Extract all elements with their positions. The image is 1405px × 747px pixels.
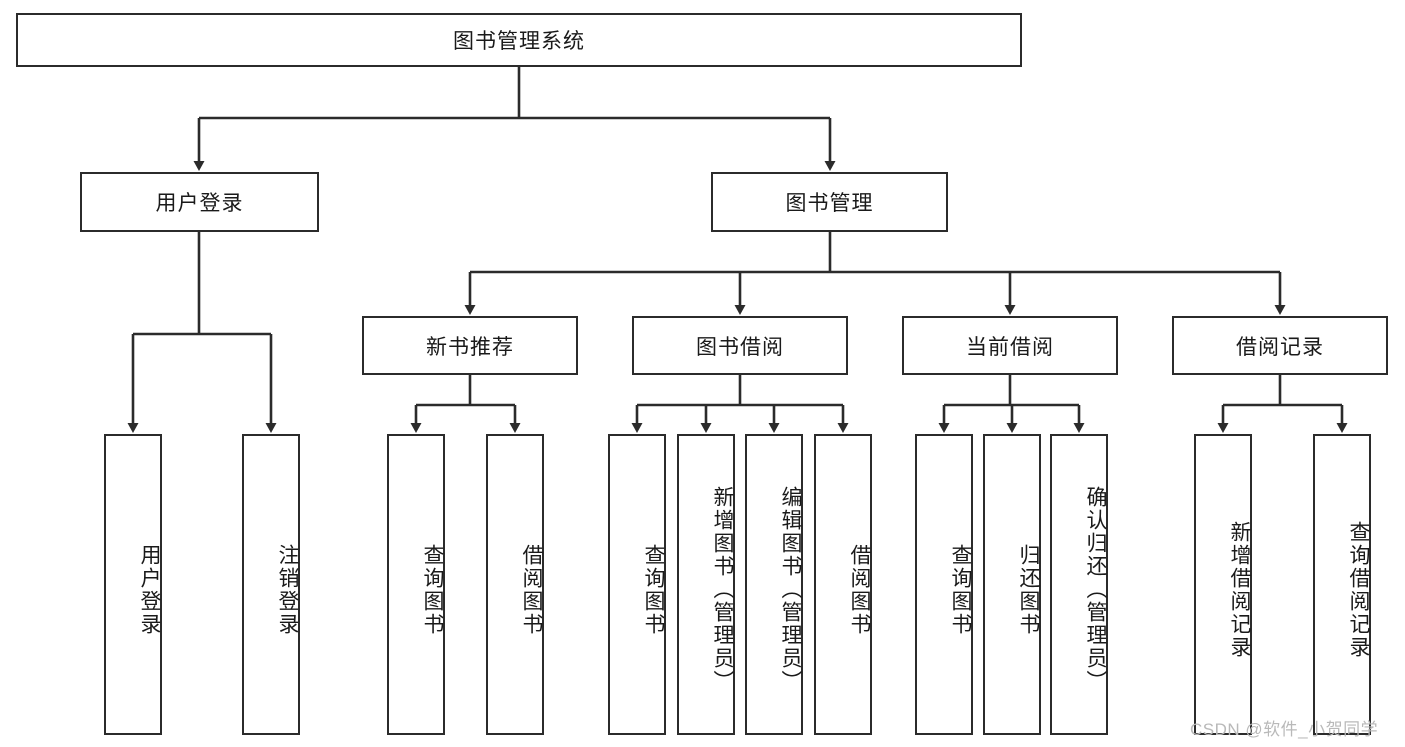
node-label: 用户登录 bbox=[155, 192, 244, 215]
node-label: 注销登录 bbox=[276, 543, 299, 636]
node-label: 新书推荐 bbox=[426, 335, 514, 359]
node-label: 查询图书 bbox=[421, 543, 444, 636]
node-label: 借阅图书 bbox=[520, 543, 543, 636]
node-label: 图书管理系统 bbox=[453, 30, 585, 53]
leaf-user-login[interactable]: 用户登录 bbox=[104, 434, 162, 735]
leaf-edit-book-admin[interactable]: 编辑图书（管理员） bbox=[745, 434, 803, 735]
node-new-book-recommend[interactable]: 新书推荐 bbox=[362, 316, 578, 375]
node-book-management[interactable]: 图书管理 bbox=[711, 172, 948, 232]
leaf-add-book-admin[interactable]: 新增图书（管理员） bbox=[677, 434, 735, 735]
node-label: 新增借阅记录 bbox=[1228, 520, 1251, 659]
leaf-query-book[interactable]: 查询图书 bbox=[608, 434, 666, 735]
node-label: 新增图书（管理员） bbox=[711, 486, 734, 693]
leaf-return-book[interactable]: 归还图书 bbox=[983, 434, 1041, 735]
node-label: 查询图书 bbox=[949, 543, 972, 636]
node-label: 编辑图书（管理员） bbox=[779, 486, 802, 693]
node-user-login[interactable]: 用户登录 bbox=[80, 172, 319, 232]
node-label: 图书管理 bbox=[785, 192, 874, 215]
node-label: 归还图书 bbox=[1017, 543, 1040, 636]
node-label: 当前借阅 bbox=[966, 335, 1054, 359]
leaf-borrow-book-recommend[interactable]: 借阅图书 bbox=[486, 434, 544, 735]
node-label: 查询图书 bbox=[642, 543, 665, 636]
node-label: 图书借阅 bbox=[696, 335, 784, 359]
node-label: 借阅图书 bbox=[848, 543, 871, 636]
leaf-query-borrow-record[interactable]: 查询借阅记录 bbox=[1313, 434, 1371, 735]
node-root[interactable]: 图书管理系统 bbox=[16, 13, 1022, 67]
node-label: 用户登录 bbox=[138, 543, 161, 636]
node-borrow-record[interactable]: 借阅记录 bbox=[1172, 316, 1388, 375]
node-label: 确认归还（管理员） bbox=[1084, 486, 1107, 693]
node-label: 查询借阅记录 bbox=[1347, 520, 1370, 659]
leaf-borrow-book[interactable]: 借阅图书 bbox=[814, 434, 872, 735]
leaf-user-logout[interactable]: 注销登录 bbox=[242, 434, 300, 735]
leaf-query-book-recommend[interactable]: 查询图书 bbox=[387, 434, 445, 735]
leaf-add-borrow-record[interactable]: 新增借阅记录 bbox=[1194, 434, 1252, 735]
csdn-watermark: CSDN @软件_小贺同学 bbox=[1190, 720, 1379, 739]
node-label: 借阅记录 bbox=[1236, 335, 1324, 359]
node-current-borrow[interactable]: 当前借阅 bbox=[902, 316, 1118, 375]
node-book-borrow[interactable]: 图书借阅 bbox=[632, 316, 848, 375]
leaf-confirm-return-admin[interactable]: 确认归还（管理员） bbox=[1050, 434, 1108, 735]
leaf-query-book-current[interactable]: 查询图书 bbox=[915, 434, 973, 735]
